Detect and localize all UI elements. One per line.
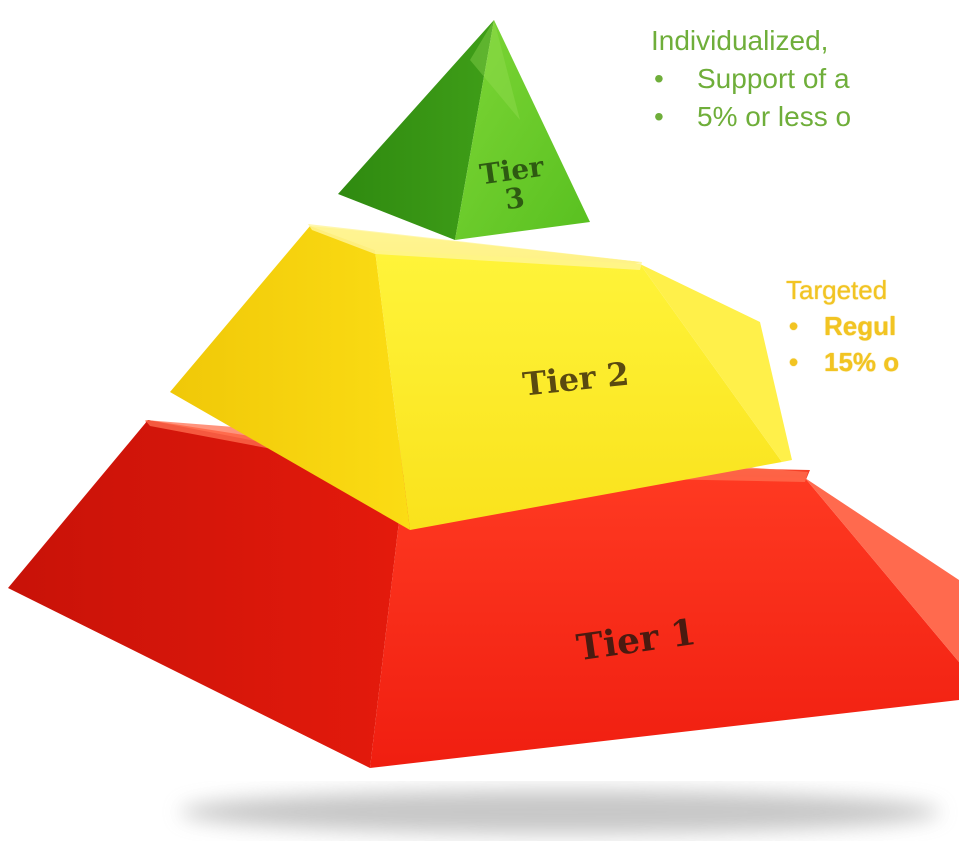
bullet-icon: • — [654, 63, 664, 94]
bullet-icon: • — [789, 311, 799, 341]
tier-3-callout: Individualized, • Support of a • 5% or l… — [651, 22, 851, 136]
tier-2-callout: Targeted • Regul • 15% o — [786, 272, 899, 380]
list-item: • Regul — [786, 308, 899, 344]
bullet-icon: • — [789, 347, 799, 377]
tier-1-block: Tier 1 — [8, 420, 959, 768]
tier-2-callout-heading: Targeted — [786, 275, 888, 305]
tier-3-callout-heading: Individualized, — [651, 25, 829, 56]
tier-3-left-face — [338, 20, 494, 240]
list-item: • Support of a — [651, 60, 851, 98]
tier-2-top-ledge — [308, 224, 642, 270]
tier-3-front-face — [455, 20, 590, 240]
tier-1-left-face — [8, 420, 405, 768]
tier-3-label-line2: 3 — [503, 181, 527, 216]
tier-2-block: Tier 2 — [170, 224, 792, 530]
list-item: • 15% o — [786, 344, 899, 380]
tier-3-callout-list: • Support of a • 5% or less o — [651, 60, 851, 136]
tier-2-right-face — [640, 264, 792, 462]
tier-2-bullet-text: 15% o — [824, 347, 900, 377]
tier-1-right-face — [805, 478, 959, 662]
tier-1-front-face — [370, 470, 959, 768]
tier-2-bullet-text: Regul — [824, 311, 897, 341]
tier-3-block: Tier 3 — [338, 20, 590, 240]
tier-3-bullet-text: Support of a — [697, 63, 850, 94]
bullet-icon: • — [654, 101, 664, 132]
pyramid-shadow — [180, 790, 940, 834]
tier-3-edge-highlight — [470, 20, 520, 120]
tier-2-callout-list: • Regul • 15% o — [786, 308, 899, 380]
tier-2-front-face — [375, 250, 782, 530]
tier-3-bullet-text: 5% or less o — [697, 101, 852, 132]
list-item: • 5% or less o — [651, 98, 851, 136]
tier-2-left-face — [170, 226, 410, 530]
